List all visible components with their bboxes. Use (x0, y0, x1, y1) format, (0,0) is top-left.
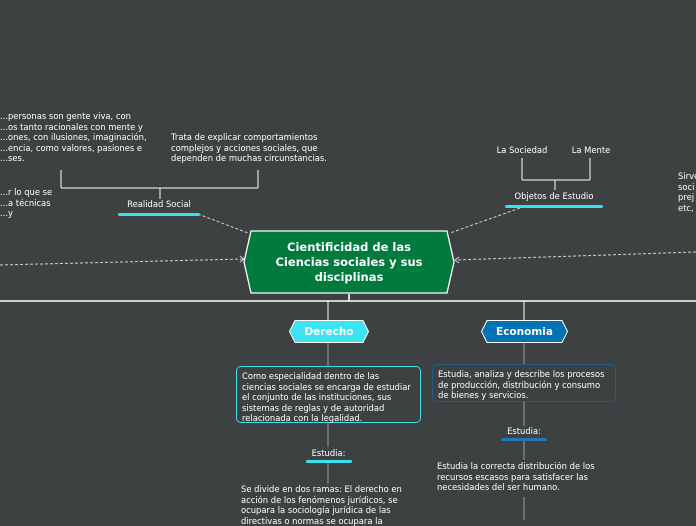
text-personas[interactable]: ...personas son gente viva, con ...os ta… (0, 111, 147, 164)
objetos-estudio-underline (505, 205, 603, 208)
economia-shape (481, 320, 568, 343)
text-explicar[interactable]: Trata de explicar comportamientos comple… (171, 132, 327, 164)
derecho-estudia-underline (306, 460, 352, 463)
economia-title: Economia (496, 325, 553, 338)
text-sirve[interactable]: Sirve soci prej etc, (678, 171, 696, 213)
derecho-estudia-topic[interactable]: Estudia: (311, 448, 346, 458)
economia-description[interactable]: Estudia, analiza y describe los procesos… (432, 364, 616, 402)
objetos-estudio-topic[interactable]: Objetos de Estudio (514, 191, 594, 201)
economia-estudia-topic[interactable]: Estudia: (507, 426, 541, 436)
economia-node[interactable]: Economia (481, 320, 568, 343)
realidad-social-topic[interactable]: Realidad Social (127, 199, 191, 209)
central-topic-node[interactable]: Cientificidad de las Ciencias sociales y… (243, 230, 455, 294)
derecho-description[interactable]: Como especialidad dentro de las ciencias… (236, 366, 421, 423)
la-mente-topic[interactable]: La Mente (571, 145, 611, 155)
text-tecnicas[interactable]: ...r lo que se ...a técnicas ...y (0, 187, 53, 219)
realidad-social-underline (118, 213, 200, 216)
derecho-shape (289, 320, 369, 343)
economia-estudia-underline (501, 438, 547, 441)
derecho-title: Derecho (304, 325, 354, 338)
la-sociedad-topic[interactable]: La Sociedad (496, 145, 548, 155)
central-topic-shape (243, 230, 455, 294)
central-topic-title: Cientificidad de las Ciencias sociales y… (275, 239, 423, 284)
economia-estudia-text[interactable]: Estudia la correcta distribución de los … (437, 461, 595, 493)
derecho-node[interactable]: Derecho (289, 320, 369, 343)
